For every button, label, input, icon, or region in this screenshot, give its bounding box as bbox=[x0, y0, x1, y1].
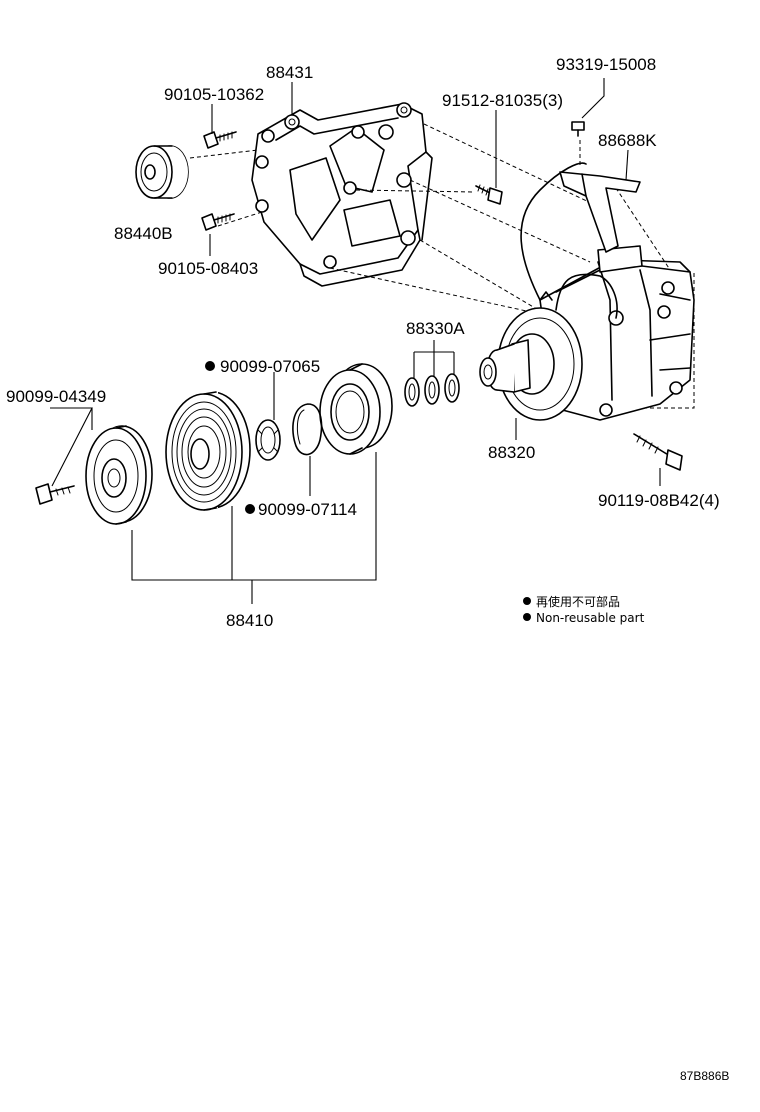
retaining-ring-90099-07065 bbox=[255, 419, 281, 461]
label-90099-04349: 90099-04349 bbox=[6, 387, 106, 406]
non-reusable-bullet bbox=[245, 504, 255, 514]
pressure-plate bbox=[85, 425, 153, 525]
label-88431: 88431 bbox=[266, 63, 313, 82]
bolt-91512-81035 bbox=[475, 184, 503, 205]
legend-bullet bbox=[523, 597, 531, 605]
label-88440b: 88440B bbox=[114, 224, 173, 243]
compressor-body bbox=[479, 162, 695, 421]
label-88330a: 88330A bbox=[406, 319, 465, 338]
label-88320: 88320 bbox=[488, 443, 535, 462]
label-90105-08403: 90105-08403 bbox=[158, 259, 258, 278]
label-90105-10362: 90105-10362 bbox=[164, 85, 264, 104]
bolt-90119-08b42 bbox=[633, 433, 683, 471]
leader-lines bbox=[50, 78, 661, 604]
label-90099-07114: 90099-07114 bbox=[258, 500, 357, 519]
legend-english: Non-reusable part bbox=[536, 611, 645, 625]
diagram-code: 87B886B bbox=[680, 1069, 729, 1083]
bolt-93319-15008 bbox=[571, 121, 585, 137]
non-reusable-bullet bbox=[205, 361, 215, 371]
label-93319-15008: 93319-15008 bbox=[556, 55, 656, 74]
bolt-90099-04349 bbox=[35, 483, 75, 505]
idler-pulley bbox=[135, 145, 189, 199]
shim-set bbox=[404, 373, 460, 407]
bolt-90105-08403 bbox=[201, 213, 235, 231]
label-88688k: 88688K bbox=[598, 131, 657, 150]
label-88410: 88410 bbox=[226, 611, 273, 630]
pulley-rotor bbox=[165, 390, 251, 511]
legend-bullet bbox=[523, 613, 531, 621]
bolt-90105-10362 bbox=[203, 131, 237, 149]
snap-ring-90099-07114 bbox=[292, 403, 323, 456]
label-90119-08b42: 90119-08B42(4) bbox=[598, 491, 720, 510]
legend-japanese: 再使用不可部品 bbox=[536, 594, 620, 609]
bearing bbox=[319, 363, 393, 455]
connector-88688k bbox=[559, 171, 641, 253]
label-91512-81035: 91512-81035(3) bbox=[442, 91, 563, 110]
compressor-bracket bbox=[251, 102, 433, 287]
label-90099-07065: 90099-07065 bbox=[220, 357, 320, 376]
